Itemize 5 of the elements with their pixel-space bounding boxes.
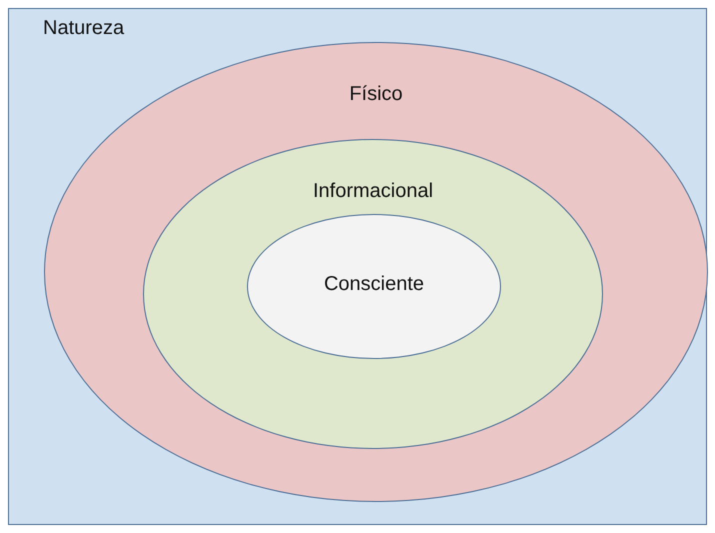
region-label: Natureza (43, 17, 124, 40)
region-label: Informacional (312, 180, 434, 203)
region-label: Físico (349, 83, 403, 106)
nature-region (8, 8, 707, 525)
region-label: Consciente (324, 273, 424, 296)
